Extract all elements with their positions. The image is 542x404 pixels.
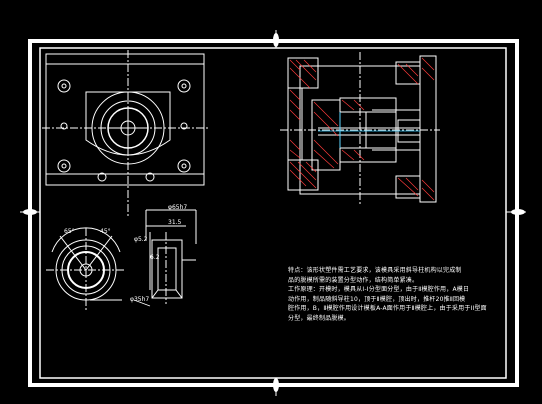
- dim-left-small: φ5.2: [134, 236, 148, 243]
- product-front-view: [46, 227, 126, 312]
- note-line: 腔作用，B，Ⅱ模腔作用设计模板A-A面作用于Ⅱ模腔上，由于采用于II型面: [288, 305, 487, 312]
- dim-angle-right: 45°: [100, 228, 111, 235]
- dim-top-width: φ65h7: [168, 204, 188, 211]
- mould-plan-view: [42, 50, 210, 216]
- dimension-leaders: [133, 299, 151, 307]
- dim-angle-left: 65°: [64, 228, 75, 235]
- mould-section-view: [280, 52, 440, 206]
- drawing-frame: [20, 30, 526, 396]
- dim-mid-small: 6.2: [150, 254, 160, 261]
- technical-notes: 特点：该形状塑件需工艺要求，该模具采用斜导柱机构以完成制 品的脱模所需的装置分型…: [288, 266, 500, 323]
- note-line: 分型，最终制品脱模。: [288, 314, 351, 322]
- section-accents: [318, 112, 420, 148]
- frame-center-markers: [23, 33, 525, 392]
- dim-side-height: 31.5: [168, 219, 182, 226]
- section-hatching: [289, 57, 435, 201]
- note-line: 工作原理：开模时，模具从I-I分型面分型，由于Ⅱ模腔作用，A模日: [288, 286, 470, 293]
- note-line: 品的脱模所需的装置分型动作，结构简单紧凑。: [288, 276, 419, 284]
- note-line: 特点：该形状塑件需工艺要求，该模具采用斜导柱机构以完成制: [288, 267, 462, 274]
- note-line: 动作用，制品随斜导柱10，顶于Ⅱ模腔，顶出时，推杆20推Ⅱ回模: [288, 295, 466, 303]
- dim-bottom: φ35h7: [130, 296, 150, 303]
- product-side-view: [145, 209, 197, 304]
